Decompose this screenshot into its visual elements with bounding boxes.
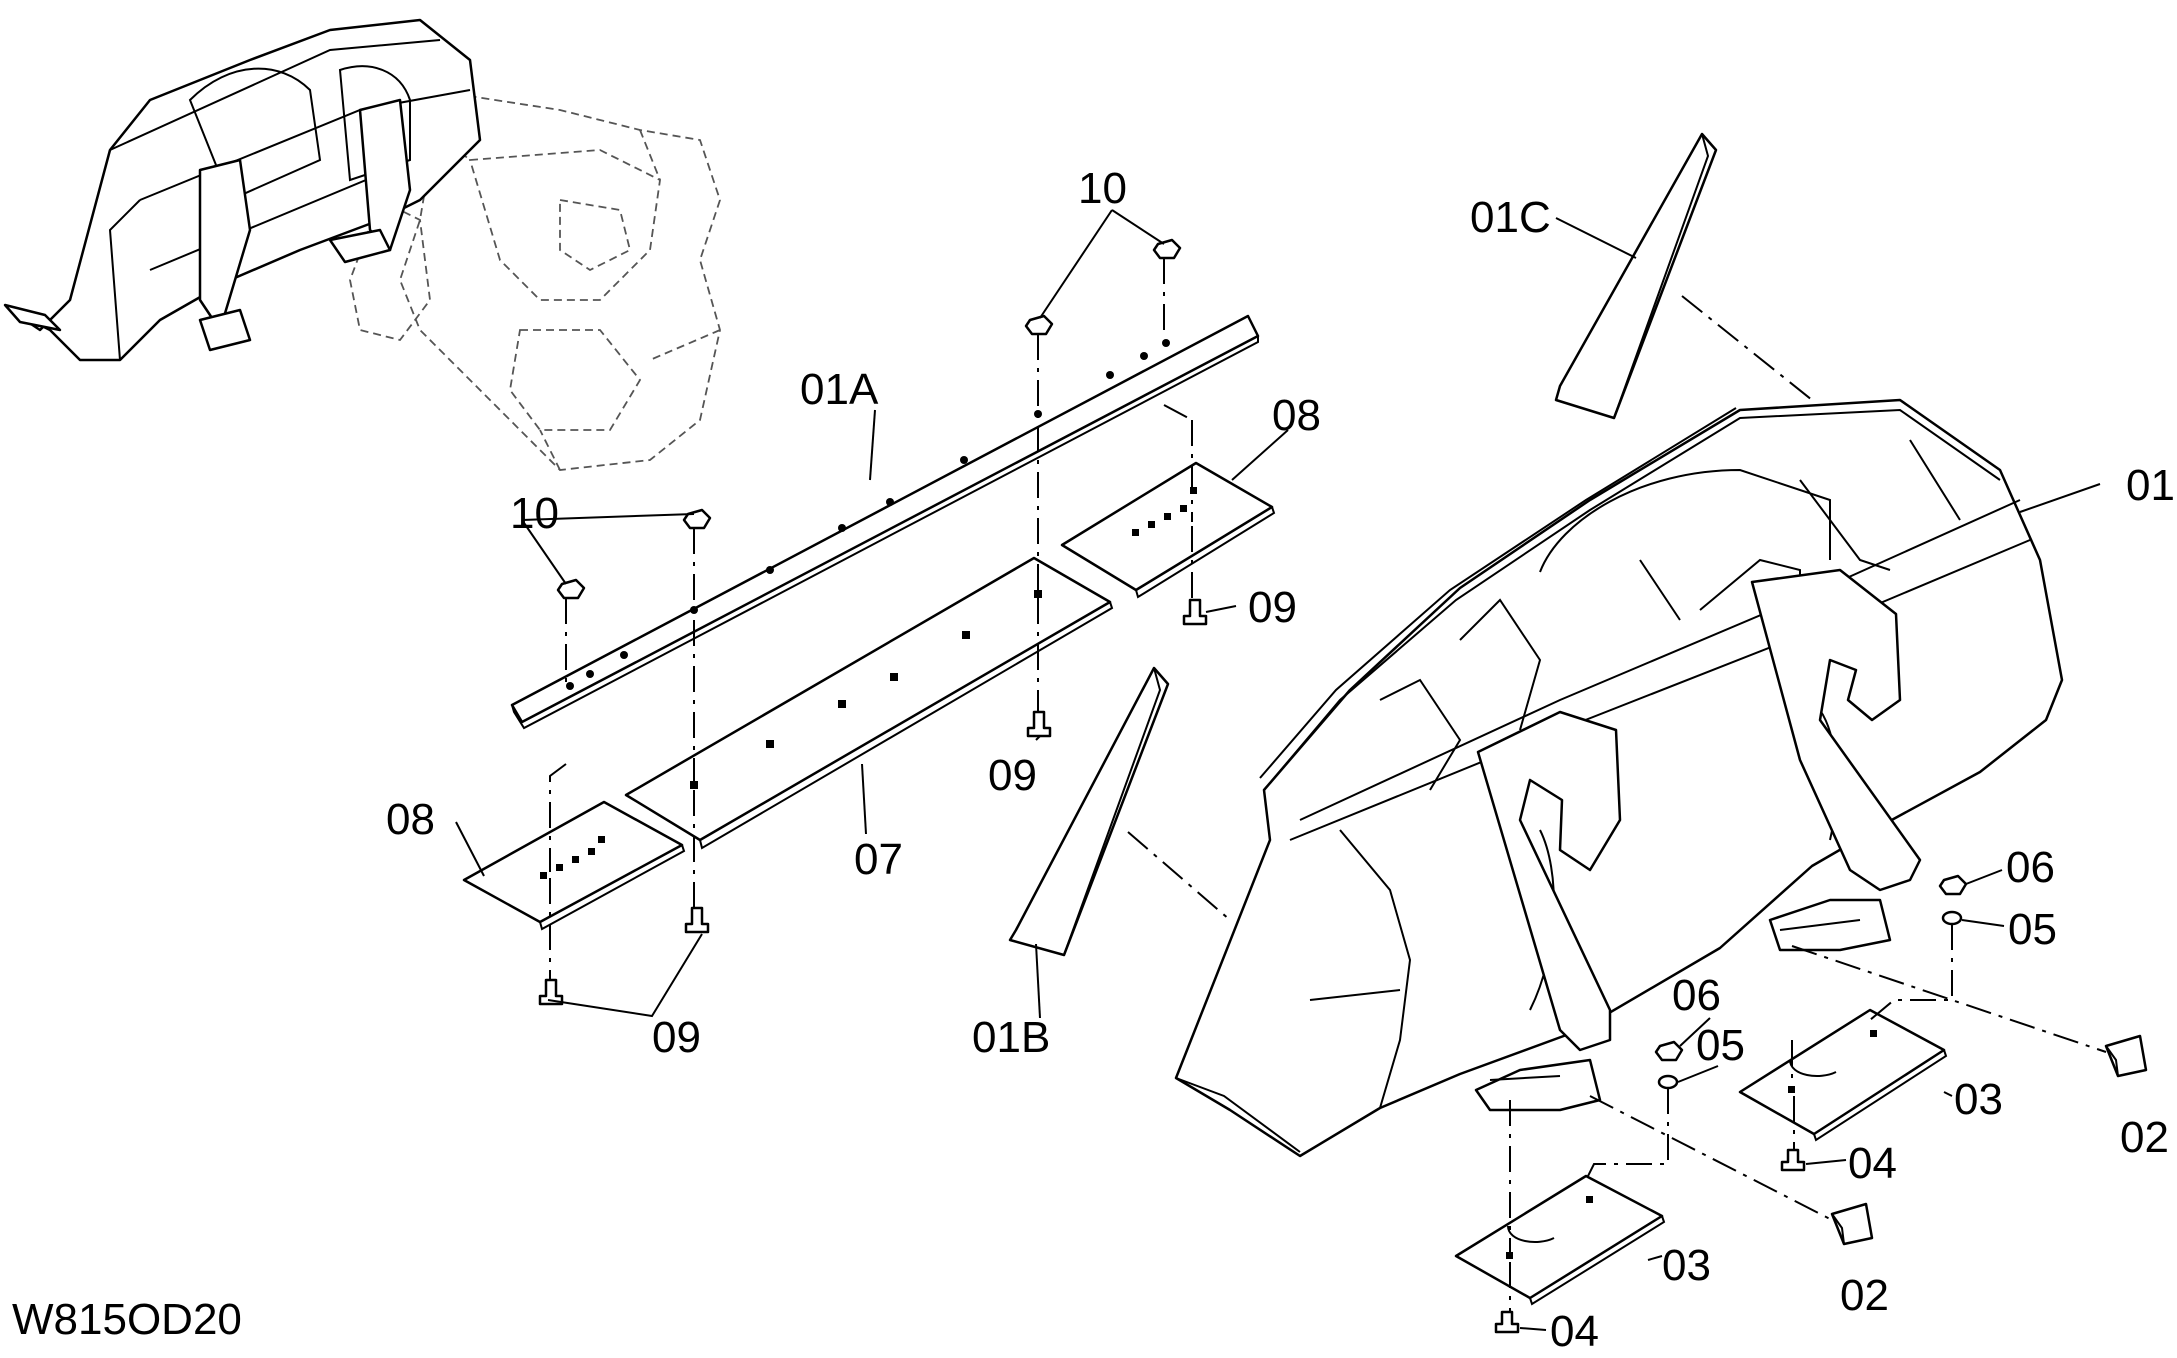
callout-10-top: 10 [1078,164,1127,213]
callout-09-center: 09 [988,751,1037,800]
callout-04-left: 04 [1550,1307,1599,1356]
shim-03-left [1454,1174,1666,1306]
callout-07: 07 [854,835,903,884]
callout-02-center: 02 [1840,1271,1889,1320]
callout-02-right: 02 [2120,1113,2169,1162]
callout-08-right: 08 [1272,391,1321,440]
callout-01c: 01C [1470,193,1551,242]
bolts-09 [538,598,1208,1006]
end-segment-08-right [1060,461,1276,599]
edge-segment-07 [624,556,1114,850]
callout-01b: 01B [972,1013,1050,1062]
callout-03-right: 03 [1954,1075,2003,1124]
adapter-02-center [1830,1202,1874,1246]
callout-03-left: 03 [1662,1241,1711,1290]
callout-01a: 01A [800,365,879,414]
leader-lines [455,209,2101,1331]
callout-05-left: 05 [1696,1021,1745,1070]
nuts-10 [556,238,1182,600]
side-wear-plate-01b [1008,666,1170,957]
callout-05-right: 05 [2008,905,2057,954]
cutting-edge-01a [510,314,1260,730]
shim-03-right [1738,1008,1948,1142]
adapter-02-right [2104,1034,2148,1078]
side-wear-plate-01c [1554,132,1718,420]
callout-04-right: 04 [1848,1139,1897,1188]
callout-08-left: 08 [386,795,435,844]
callout-06-left: 06 [1672,971,1721,1020]
bucket-01 [1174,398,2064,1158]
callout-09-bottom: 09 [652,1013,701,1062]
callout-10-left: 10 [510,489,559,538]
callout-01: 01 [2126,461,2175,510]
callout-06-right: 06 [2006,843,2055,892]
bolts-04 [1494,1148,1806,1334]
drawing-code: W815OD20 [12,1295,242,1344]
callout-labels: 10 10 01A 08 09 09 08 07 09 01B 01C 01 0… [12,164,2175,1356]
end-segment-08-left [462,800,686,931]
callout-09-right: 09 [1248,583,1297,632]
nuts-06 [1654,874,1968,1062]
inset-loader-view [3,18,721,471]
assembly-lines [549,258,2107,1312]
